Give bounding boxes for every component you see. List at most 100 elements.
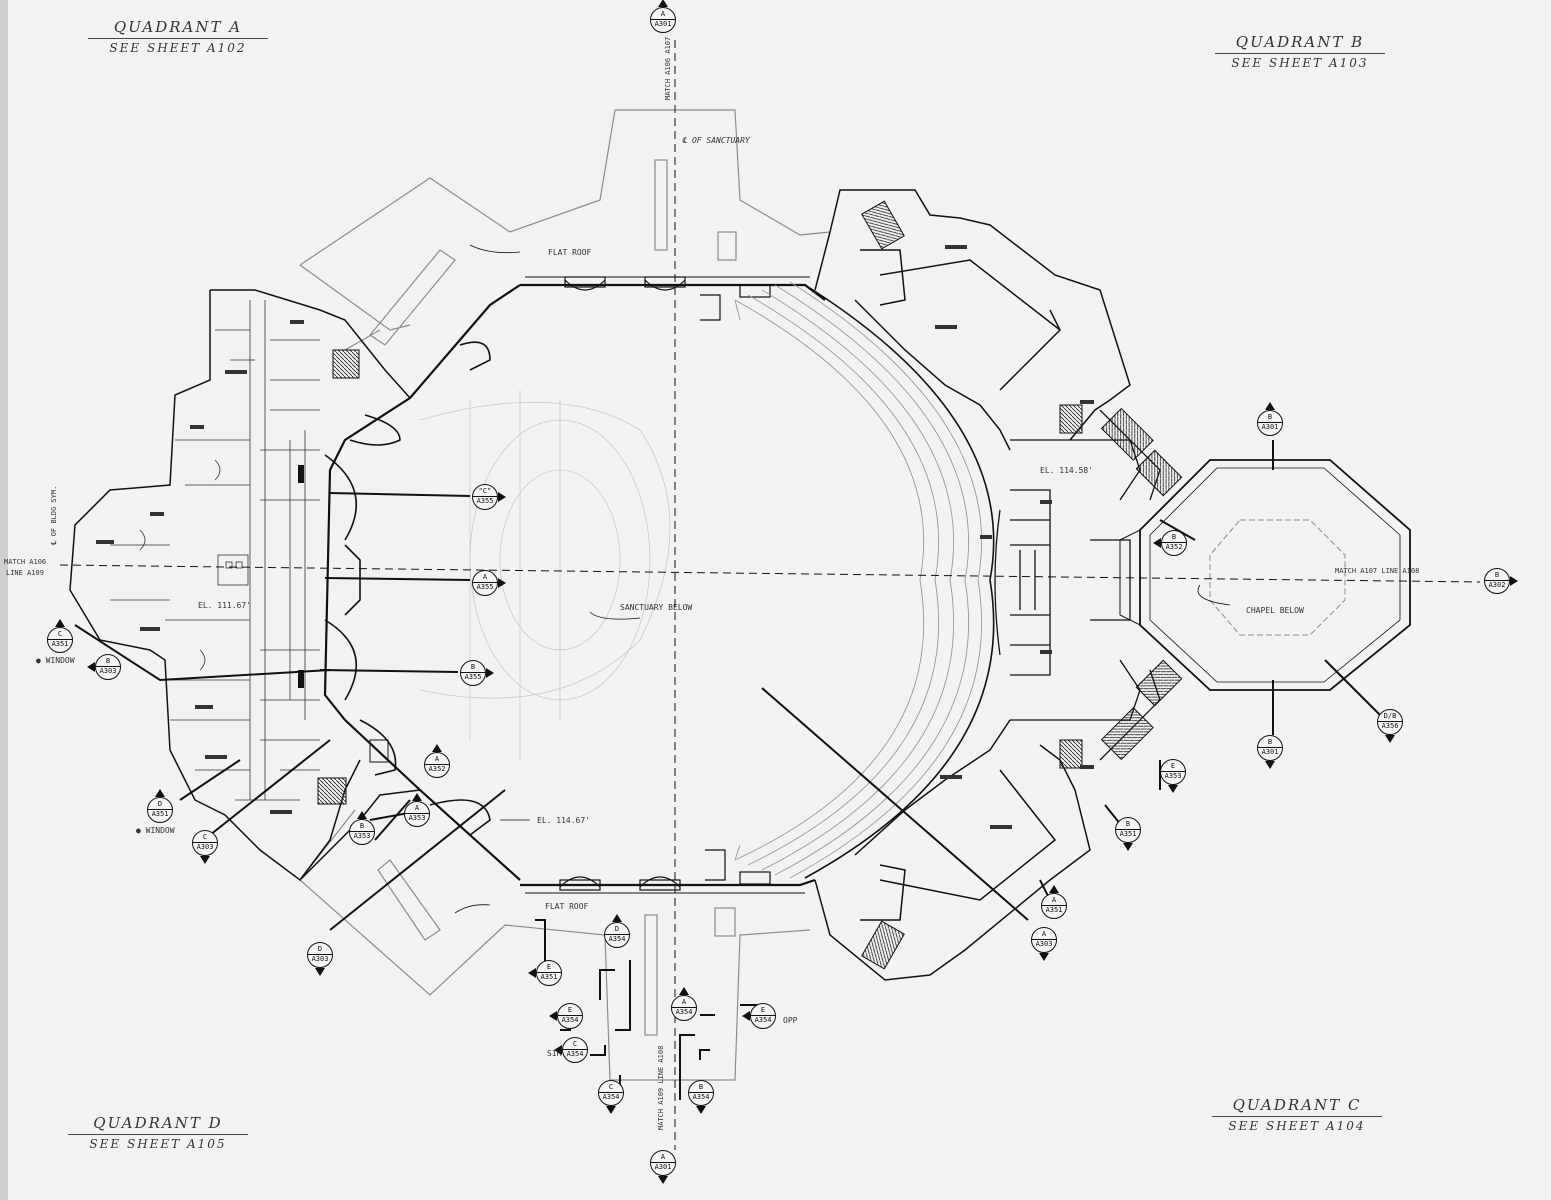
quadrant-b-rule bbox=[1215, 53, 1385, 54]
marker-circle bbox=[307, 942, 333, 968]
left-wing-fixtures bbox=[298, 349, 389, 805]
marker-letter: A bbox=[482, 573, 488, 581]
marker-sheet: A301 bbox=[1261, 748, 1279, 756]
marker-arrow bbox=[432, 744, 442, 752]
flat-roof-top bbox=[299, 109, 831, 351]
marker-circle bbox=[650, 1150, 676, 1176]
section-marker[interactable]: "C"A355 bbox=[468, 480, 506, 514]
marker-letter: C bbox=[57, 630, 63, 638]
quadrant-d-title: QUADRANT D SEE SHEET A105 bbox=[68, 1114, 248, 1151]
marker-sheet: A355 bbox=[464, 673, 482, 681]
marker-sheet: A352 bbox=[1165, 543, 1183, 551]
marker-letter: B bbox=[105, 657, 111, 665]
marker-circle bbox=[1484, 568, 1510, 594]
match-line-bottom: MATCH A109 LINE A108 bbox=[657, 1045, 665, 1130]
flat-roof-bottom-label: FLAT ROOF bbox=[545, 902, 589, 911]
marker-circle bbox=[671, 995, 697, 1021]
marker-circle bbox=[192, 830, 218, 856]
marker-letter: B bbox=[1267, 413, 1273, 421]
balcony-tiers bbox=[734, 281, 995, 879]
sanctuary-below-ghost bbox=[419, 390, 671, 760]
match-line-left-1: MATCH A106 bbox=[4, 558, 47, 566]
marker-sheet: A354 bbox=[754, 1016, 772, 1024]
right-core bbox=[994, 409, 1161, 761]
marker-letter: E bbox=[1170, 762, 1176, 770]
section-marker[interactable]: E A353 bbox=[1156, 755, 1190, 793]
chapel-below-label: CHAPEL BELOW bbox=[1246, 606, 1304, 615]
marker-sheet: A353 bbox=[408, 814, 426, 822]
quadrant-c-sheet: SEE SHEET A104 bbox=[1228, 1119, 1366, 1133]
marker-letter: B bbox=[359, 822, 365, 830]
marker-letter: A bbox=[681, 998, 687, 1006]
marker-arrow bbox=[1123, 843, 1133, 851]
marker-letter: B bbox=[1267, 738, 1273, 746]
right-lower-stairs bbox=[861, 739, 1083, 970]
marker-circle bbox=[557, 1003, 583, 1029]
sheet-edge-shadow bbox=[0, 0, 8, 1200]
marker-circle bbox=[1031, 927, 1057, 953]
quadrant-d-label: QUADRANT D bbox=[93, 1114, 223, 1132]
marker-circle bbox=[1161, 530, 1187, 556]
marker-sheet: A301 bbox=[1261, 423, 1279, 431]
elevation-left: EL. 111.67' bbox=[198, 601, 251, 610]
section-marker[interactable]: B A301 bbox=[1253, 402, 1287, 440]
section-marker[interactable]: B A301 bbox=[1253, 731, 1287, 769]
marker-circle bbox=[47, 627, 73, 653]
section-marker[interactable]: B A352 bbox=[1153, 526, 1191, 560]
window-note-1-text: WINDOW bbox=[45, 656, 75, 665]
marker-letter: A bbox=[660, 1153, 666, 1161]
marker-letter: A bbox=[1051, 896, 1057, 904]
marker-letter: "C" bbox=[478, 487, 492, 495]
marker-arrow bbox=[1510, 576, 1518, 586]
marker-arrow bbox=[357, 811, 367, 819]
marker-letter: B bbox=[698, 1083, 704, 1091]
chapel-outline bbox=[1119, 459, 1411, 691]
marker-sheet: A354 bbox=[602, 1093, 620, 1101]
marker-arrow bbox=[528, 968, 536, 978]
quadrant-d-rule bbox=[68, 1134, 248, 1135]
marker-arrow bbox=[658, 1176, 668, 1184]
quadrant-a-label: QUADRANT A bbox=[113, 18, 243, 36]
marker-circle bbox=[1041, 893, 1067, 919]
leader-lines bbox=[454, 244, 1231, 914]
marker-circle bbox=[404, 801, 430, 827]
marker-circle bbox=[598, 1080, 624, 1106]
marker-letter: B bbox=[1494, 571, 1500, 579]
marker-sheet: A303 bbox=[1035, 940, 1053, 948]
marker-letter: B bbox=[1171, 533, 1177, 541]
quadrant-a-title: QUADRANT A SEE SHEET A102 bbox=[88, 18, 268, 55]
marker-circle bbox=[1377, 709, 1403, 735]
marker-sheet: A353 bbox=[1164, 772, 1182, 780]
marker-circle bbox=[750, 1003, 776, 1029]
marker-sheet: A303 bbox=[311, 955, 329, 963]
marker-sheet: A352 bbox=[428, 765, 446, 773]
quadrant-a-sheet: SEE SHEET A102 bbox=[109, 41, 247, 55]
marker-sheet: A351 bbox=[1119, 830, 1137, 838]
